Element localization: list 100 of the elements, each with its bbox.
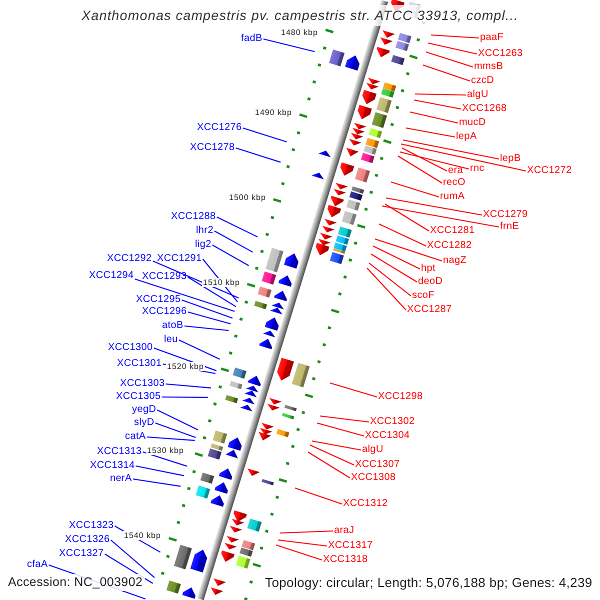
leader-line (406, 127, 456, 138)
gene-label: rumA (440, 190, 465, 202)
leader-line (372, 246, 420, 270)
gene-label: XCC1278 (190, 142, 235, 152)
leader-line (382, 205, 500, 228)
scale-label: 1530 kbp (146, 446, 185, 454)
gene-label: XCC1288 (171, 210, 216, 222)
gene-label: XCC1296 (142, 306, 187, 316)
scale-label: 1480 kbp (280, 28, 319, 36)
gene-label: mucD (459, 116, 486, 128)
gene-label: leu (164, 334, 178, 344)
leader-line (236, 147, 281, 163)
leader-line (136, 465, 184, 476)
leader-line (426, 51, 474, 68)
gene-label: XCC1276 (197, 122, 242, 132)
scale-label: 1510 kbp (202, 278, 241, 286)
gene-label: XCC1308 (351, 472, 396, 482)
leader-line (402, 148, 448, 172)
gene-label: catA (125, 430, 146, 442)
leader-line (132, 478, 181, 487)
gene-label: frnE (500, 220, 520, 232)
leader-line (410, 111, 458, 124)
leader-line (384, 204, 430, 232)
gene-label: czcD (471, 74, 494, 86)
leader-line (400, 151, 470, 170)
gene-label: araJ (334, 524, 354, 536)
leader-line (162, 396, 208, 398)
leader-line (156, 410, 198, 430)
leader-line (104, 554, 154, 584)
gene-label: XCC1326 (65, 534, 110, 544)
gene-label: XCC1305 (116, 390, 161, 402)
gene-label: lig2 (195, 238, 212, 250)
accession-text: Accession: NC_003902 (6, 574, 145, 590)
leader-line (414, 93, 466, 96)
leader-line (378, 224, 426, 246)
leader-line (414, 99, 462, 110)
gene-label: nerA (110, 472, 132, 484)
gene-label: XCC1327 (59, 548, 104, 558)
leader-line (178, 340, 220, 360)
gene-label: algU (467, 88, 488, 100)
gene-label: XCC1272 (527, 164, 572, 176)
gene-label: scoF (412, 290, 434, 300)
leader-line (320, 415, 370, 423)
leader-line (390, 181, 440, 198)
leader-line (155, 422, 196, 438)
gene-label: slyD (134, 416, 154, 428)
gene-label: XCC1295 (136, 294, 181, 304)
gene-label: lhr2 (196, 224, 214, 236)
gene-label: lepB (500, 152, 521, 164)
leader-line (422, 64, 470, 82)
leader-line (386, 197, 482, 216)
leader-line (188, 276, 236, 308)
gene-label: XCC1323 (69, 520, 114, 530)
leader-line (398, 156, 442, 184)
gene-label: atoB (162, 320, 184, 330)
leader-line (134, 278, 235, 312)
leader-line (212, 244, 249, 266)
leader-line (214, 230, 254, 253)
gene-label: XCC1317 (328, 540, 373, 550)
gene-label: mmsB (474, 60, 504, 72)
gene-label: XCC1298 (378, 390, 423, 402)
scale-label: 1540 kbp (123, 530, 162, 540)
gene-label: XCC1287 (407, 304, 452, 314)
scale-label: 1500 kbp (228, 192, 267, 202)
gene-label: XCC1263 (478, 48, 523, 58)
gene-label: XCC1292 (107, 252, 152, 264)
leader-line (188, 311, 231, 324)
gene-label: XCC1268 (462, 102, 507, 114)
leader-line (402, 139, 500, 160)
gene-label: era (448, 164, 464, 176)
gene-label: XCC1314 (90, 460, 135, 470)
leader-line (400, 143, 526, 172)
gene-label: XCC1281 (430, 224, 475, 236)
gene-label: cfaA (27, 558, 48, 570)
leader-line (263, 38, 315, 52)
leader-line (366, 268, 406, 310)
leader-line (182, 299, 233, 319)
leader-line (278, 539, 328, 547)
gene-label: XCC1293 (142, 270, 187, 282)
leader-line (166, 383, 212, 388)
leader-line (370, 254, 418, 282)
leader-line (316, 422, 364, 437)
leader-line (294, 487, 342, 505)
gene-label: XCC1294 (89, 270, 134, 280)
gene-label: nagZ (443, 254, 467, 266)
leader-line (152, 260, 239, 298)
gene-label: fadB (241, 32, 262, 44)
gene-label: deoD (418, 276, 443, 286)
leader-line (368, 262, 412, 296)
leader-line (330, 382, 378, 398)
gene-label: XCC1312 (343, 498, 388, 508)
gene-label: paaF (480, 32, 504, 42)
gene-label: XCC1303 (120, 378, 165, 388)
leader-line (242, 127, 287, 142)
gene-label: XCC1300 (108, 342, 153, 352)
leader-line (280, 530, 334, 534)
gene-label: algU (362, 444, 384, 454)
gene-label: yegD (132, 404, 156, 414)
gene-label: XCC1301 (117, 358, 162, 368)
leader-line (312, 440, 362, 451)
